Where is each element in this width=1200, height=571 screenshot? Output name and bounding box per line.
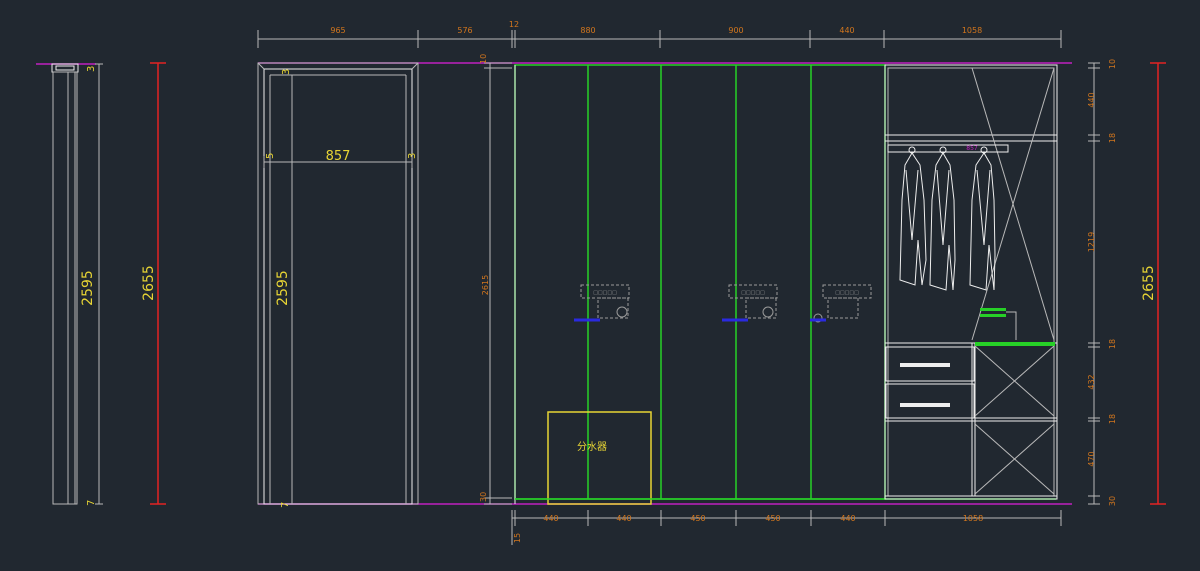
hanging-garments <box>899 146 996 291</box>
dim-middle-top: 10 <box>479 54 488 64</box>
red-height-dim-right <box>1150 62 1166 505</box>
door-frame <box>257 62 1072 505</box>
garment-2 <box>929 146 956 291</box>
dim-top-5: 900 <box>728 26 743 35</box>
handle-tag-1: □□□□□ <box>593 290 617 296</box>
dim-top-4: 880 <box>580 26 595 35</box>
dim-bottom-5: 440 <box>840 514 855 523</box>
green-light-2 <box>980 314 1006 317</box>
red-height-dim-left <box>150 62 166 505</box>
dim-left-height-2: 2655 <box>141 265 157 301</box>
dim-left-height-1: 2595 <box>80 270 96 306</box>
drawer-handle-1 <box>900 363 950 367</box>
dim-right-8: 470 <box>1087 451 1096 466</box>
dim-middle-bottom: 30 <box>479 492 488 502</box>
bottom-dimension-chain <box>511 510 1062 545</box>
garment-3 <box>969 146 996 291</box>
closet-section <box>884 64 1058 500</box>
handle-tag-3: □□□□□ <box>835 290 859 296</box>
mark-door-right: 3 <box>407 153 418 159</box>
dim-bottom-3: 450 <box>690 514 705 523</box>
handle-tag-2: □□□□□ <box>741 290 765 296</box>
dim-right-6: 432 <box>1087 374 1096 389</box>
door-handle-1: □□□□□ <box>574 284 630 322</box>
water-divider-label: 分水器 <box>577 441 607 453</box>
mark-side-bottom: 7 <box>86 500 97 506</box>
garment-1 <box>899 146 927 286</box>
dim-right-3: 18 <box>1108 133 1117 143</box>
green-shelf <box>975 342 1055 346</box>
hanging-rail <box>887 144 1009 153</box>
mark-door-bottom: 7 <box>280 502 291 508</box>
dim-bottom-1: 440 <box>543 514 558 523</box>
green-light-1 <box>980 308 1006 311</box>
side-profile <box>36 63 103 505</box>
dim-right-total: 2655 <box>1141 265 1157 301</box>
dim-right-7: 18 <box>1108 414 1117 424</box>
mark-side-top: 3 <box>86 66 97 72</box>
dim-door-height: 2595 <box>275 270 291 306</box>
right-dimension-stack <box>1088 62 1100 505</box>
mark-door-left: 5 <box>265 153 276 159</box>
dim-bottom-6: 1058 <box>963 514 983 523</box>
dim-middle-height: 2615 <box>481 275 490 295</box>
top-dimension-chain <box>257 30 1062 48</box>
dim-door-width: 857 <box>326 149 351 164</box>
dim-top-6: 440 <box>839 26 854 35</box>
dim-right-1: 10 <box>1108 59 1117 69</box>
dim-right-2: 440 <box>1087 92 1096 107</box>
door-handle-3: □□□□□ <box>810 284 872 323</box>
water-divider-box <box>547 411 652 505</box>
dim-top-7: 1058 <box>962 26 982 35</box>
dim-right-9: 30 <box>1108 496 1117 506</box>
middle-height-dim <box>484 62 512 505</box>
rail-label: 857 <box>966 145 978 152</box>
dim-bottom-offset: 15 <box>513 533 522 543</box>
dim-top-3: 12 <box>509 20 519 29</box>
dim-top-2: 576 <box>457 26 472 35</box>
dim-right-5: 18 <box>1108 339 1117 349</box>
dim-right-4: 1219 <box>1087 232 1096 252</box>
dim-bottom-2: 440 <box>616 514 631 523</box>
dim-top-1: 965 <box>330 26 345 35</box>
dim-bottom-4: 450 <box>765 514 780 523</box>
mark-door-top: 3 <box>281 69 292 75</box>
drawer-handle-2 <box>900 403 950 407</box>
door-handle-2: □□□□□ <box>722 284 778 322</box>
